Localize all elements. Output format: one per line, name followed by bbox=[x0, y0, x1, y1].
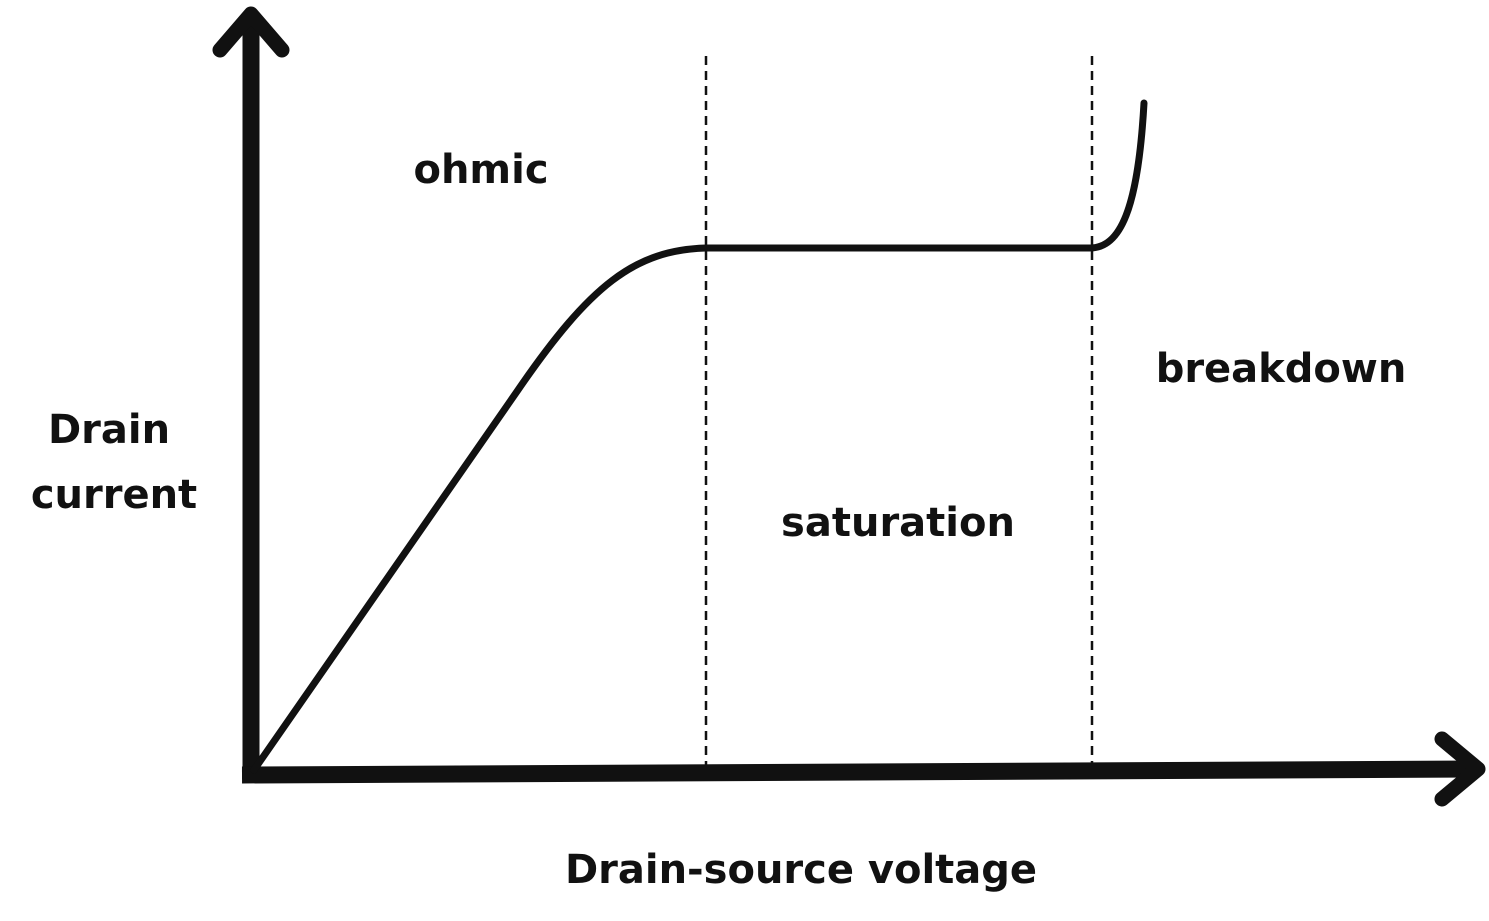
y-axis-label-line2: current bbox=[31, 472, 197, 518]
x-axis-line bbox=[241, 760, 1477, 784]
region-label-ohmic: ohmic bbox=[413, 147, 548, 193]
x-axis-label: Drain-source voltage bbox=[565, 847, 1037, 893]
region-label-breakdown: breakdown bbox=[1156, 346, 1407, 392]
drain-current-curve bbox=[250, 99, 1148, 774]
x-axis-arrowhead bbox=[1434, 731, 1486, 807]
y-axis-arrowhead bbox=[212, 6, 290, 58]
region-label-saturation: saturation bbox=[781, 500, 1015, 546]
y-axis-label-line1: Drain bbox=[48, 407, 170, 453]
